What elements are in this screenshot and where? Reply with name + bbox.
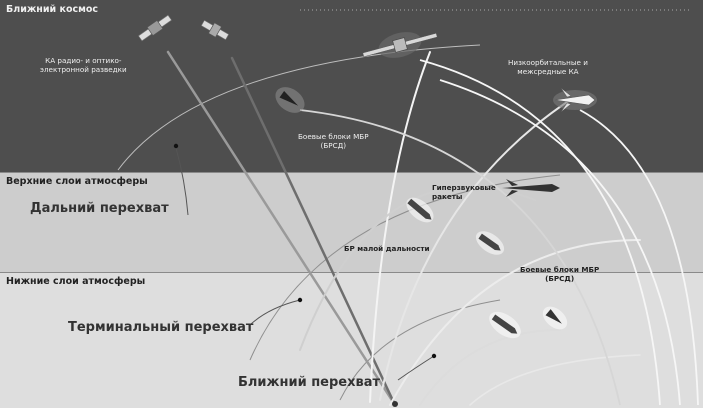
reentry-arc-1 xyxy=(419,59,661,406)
launch-point xyxy=(392,401,398,407)
terminal-boundary-arc xyxy=(249,174,561,361)
close-pointer xyxy=(397,355,435,381)
close-boundary-arc xyxy=(339,299,501,401)
label-short-range-missiles: БР малой дальности xyxy=(344,244,430,253)
label-icbm-warheads-space: Боевые блоки МБР (БРСД) xyxy=(298,132,369,150)
label-hypersonic-missiles: Гиперзвуковые ракеты xyxy=(432,183,496,201)
trajectory-to-short-range xyxy=(389,239,641,406)
trajectory-to-sat-2 xyxy=(230,56,397,407)
trajectory-to-hypersonic xyxy=(299,185,536,351)
trajectory-low xyxy=(469,354,641,406)
ballistic-missile-3-icon xyxy=(489,311,521,339)
long-range-dot xyxy=(173,143,179,149)
intercept-pointers xyxy=(175,147,435,381)
trajectory-to-orbital xyxy=(369,51,431,403)
lower-atmosphere-zone xyxy=(0,272,703,408)
ballistic-missile-1-icon xyxy=(406,197,434,223)
long-range-pointer xyxy=(175,147,189,216)
label-long-range-intercept: Дальний перехват xyxy=(30,201,169,216)
near-space-zone xyxy=(0,0,703,172)
zone-divider-lower xyxy=(0,272,703,273)
trajectory-to-recon-sat xyxy=(166,50,397,407)
reentry-arc-2 xyxy=(439,79,681,406)
recon-satellite-2-icon xyxy=(200,19,230,41)
recon-satellite-1-icon xyxy=(138,14,172,42)
trajectory-to-icbm-lower xyxy=(419,329,561,406)
reentry-arc-4 xyxy=(299,109,621,406)
zone-label-lower-atmosphere: Нижние слои атмосферы xyxy=(6,276,146,287)
space-shuttle-icon xyxy=(553,87,597,113)
terminal-dot xyxy=(297,297,303,303)
orbital-station-icon xyxy=(362,32,438,58)
upper-atmosphere-zone xyxy=(0,172,703,272)
hypersonic-missile-icon xyxy=(502,179,560,197)
trajectory-to-low-orbit xyxy=(379,99,571,401)
reentry-arcs xyxy=(299,59,699,406)
zone-label-upper-atmosphere: Верхние слои атмосферы xyxy=(6,176,148,187)
label-recon-satellites: КА радио- и оптико- электронной разведки xyxy=(40,56,127,74)
icbm-warhead-space-icon xyxy=(275,87,305,113)
zone-label-near-space: Ближний космос xyxy=(6,4,99,15)
icbm-warhead-lower-icon xyxy=(542,306,568,330)
close-dot xyxy=(431,353,437,359)
label-close-intercept: Ближний перехват xyxy=(238,375,381,390)
terminal-pointer xyxy=(249,299,301,326)
label-low-orbit-spacecraft: Низкоорбитальные и межсредные КА xyxy=(508,58,588,76)
zone-divider-upper xyxy=(0,172,703,173)
label-icbm-warheads-lower: Боевые блоки МБР (БРСД) xyxy=(520,265,600,283)
reentry-arc-3 xyxy=(579,109,699,406)
interceptor-trajectories xyxy=(166,50,641,407)
label-terminal-intercept: Терминальный перехват xyxy=(68,320,254,335)
ballistic-missile-2-icon xyxy=(475,231,505,255)
